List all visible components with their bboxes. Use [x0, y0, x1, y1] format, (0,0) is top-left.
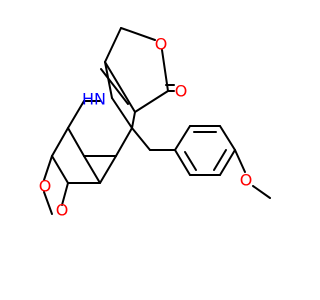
- molecule-diagram: O O H N O O O: [39, 27, 271, 220]
- bond: [61, 182, 69, 206]
- bond: [134, 90, 169, 113]
- bond: [43, 155, 53, 181]
- molecule-structure-canvas: O O H N O O O: [38, 27, 271, 220]
- bond: [131, 111, 136, 129]
- bond: [99, 155, 117, 184]
- bond: [219, 125, 236, 151]
- carbonyl-oxygen-label: O: [175, 82, 188, 101]
- bond-lines: [43, 27, 271, 215]
- bond: [67, 127, 85, 157]
- bond: [234, 149, 246, 173]
- bond: [83, 155, 101, 184]
- ring-oxygen-label: O: [155, 35, 168, 54]
- bond: [104, 61, 113, 99]
- bond: [120, 27, 156, 41]
- bond: [104, 61, 136, 113]
- bond: [115, 127, 133, 157]
- nh-nitrogen-label: N: [94, 90, 106, 109]
- bond: [252, 185, 271, 199]
- nh-hydrogen-label: H: [82, 90, 94, 109]
- dioxole-oxygen-bottom-label: O: [56, 201, 69, 220]
- bond: [43, 191, 53, 215]
- bond: [104, 27, 122, 63]
- bond: [51, 155, 69, 184]
- bond: [184, 151, 197, 171]
- bond: [51, 127, 69, 157]
- bond: [131, 127, 151, 151]
- bond: [111, 97, 133, 129]
- bond: [213, 149, 227, 171]
- methoxy-oxygen-label: O: [240, 171, 253, 190]
- bond: [174, 149, 191, 176]
- bond: [67, 100, 85, 129]
- dioxole-oxygen-top-label: O: [39, 177, 52, 196]
- bond: [174, 125, 191, 151]
- bond: [100, 68, 129, 105]
- bond: [219, 149, 236, 176]
- atom-labels: O O H N O O O: [39, 35, 253, 220]
